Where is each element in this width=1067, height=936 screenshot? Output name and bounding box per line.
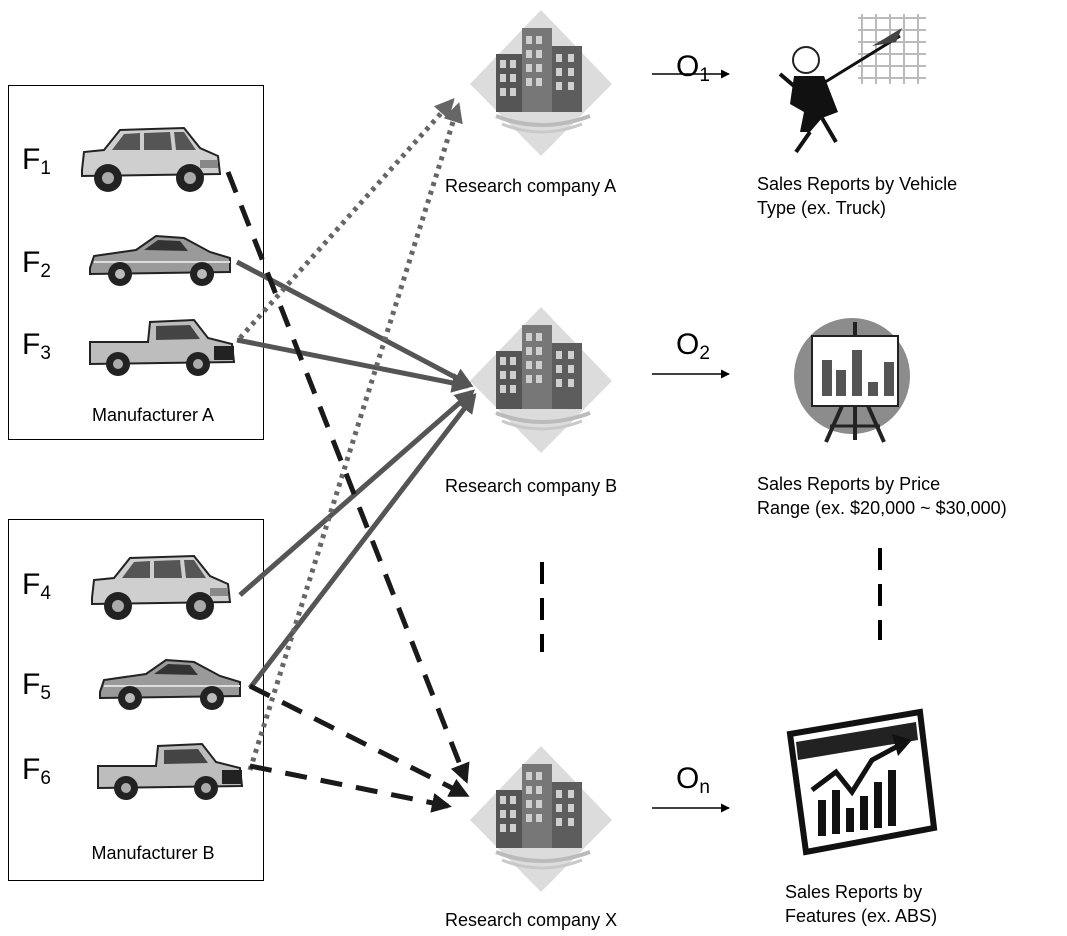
solid-arrows xyxy=(235,259,477,690)
arrow-f3-to-b xyxy=(236,337,472,393)
research-company-b-label: Research company B xyxy=(445,476,618,496)
dotted-arrows xyxy=(238,98,463,771)
report-caption-line1: Sales Reports by xyxy=(785,882,923,902)
suv-icon xyxy=(81,127,221,193)
arrow-f4-to-b xyxy=(238,389,476,597)
feature-label-f2: F2 xyxy=(22,246,51,282)
pickup-truck-icon xyxy=(89,319,235,377)
report-caption-price-range: Sales Reports by Price Range (ex. $20,00… xyxy=(757,472,1007,520)
research-company-a-label: Research company A xyxy=(445,176,617,196)
feature-label-f3: F3 xyxy=(22,328,51,364)
arrow-f5-to-b xyxy=(248,392,477,690)
office-building-icon xyxy=(468,8,614,156)
pickup-truck-icon xyxy=(97,743,243,801)
suv-icon xyxy=(91,555,231,621)
sports-car-icon xyxy=(89,235,231,287)
manufacturer-a-label: Manufacturer A xyxy=(91,405,215,425)
report-caption-features: Sales Reports by Features (ex. ABS) xyxy=(785,880,937,928)
output-label-o2: O2 xyxy=(676,328,710,364)
office-building-icon xyxy=(468,305,614,453)
arrow-f3-to-a xyxy=(238,98,455,340)
bar-chart-easel-icon xyxy=(794,318,910,443)
arrow-f2-to-b xyxy=(235,259,474,388)
feature-label-f4: F4 xyxy=(22,568,51,604)
arrow-f5-to-x xyxy=(248,683,470,798)
report-caption-line2: Features (ex. ABS) xyxy=(785,906,938,926)
rising-chart-icon xyxy=(786,708,938,856)
feature-label-f1: F1 xyxy=(22,143,51,179)
sports-car-icon xyxy=(99,659,241,711)
report-caption-line2: Range (ex. $20,000 ~ $30,000) xyxy=(757,498,1007,518)
report-caption-line2: Type (ex. Truck) xyxy=(757,198,887,218)
presenter-figure-icon xyxy=(778,14,926,154)
manufacturer-b-label: Manufacturer B xyxy=(91,843,215,863)
feature-label-f6: F6 xyxy=(22,753,51,789)
report-caption-vehicle-type: Sales Reports by Vehicle Type (ex. Truck… xyxy=(757,172,957,220)
report-caption-line1: Sales Reports by Price xyxy=(757,474,941,494)
arrow-f1-to-x xyxy=(225,171,470,784)
output-label-on: On xyxy=(676,762,710,798)
arrow-f6-to-a xyxy=(247,102,463,771)
dashed-arrows xyxy=(225,171,470,813)
research-company-x-label: Research company X xyxy=(445,910,618,930)
feature-label-f5: F5 xyxy=(22,668,51,704)
report-caption-line1: Sales Reports by Vehicle xyxy=(757,174,958,194)
office-building-icon xyxy=(468,744,614,892)
